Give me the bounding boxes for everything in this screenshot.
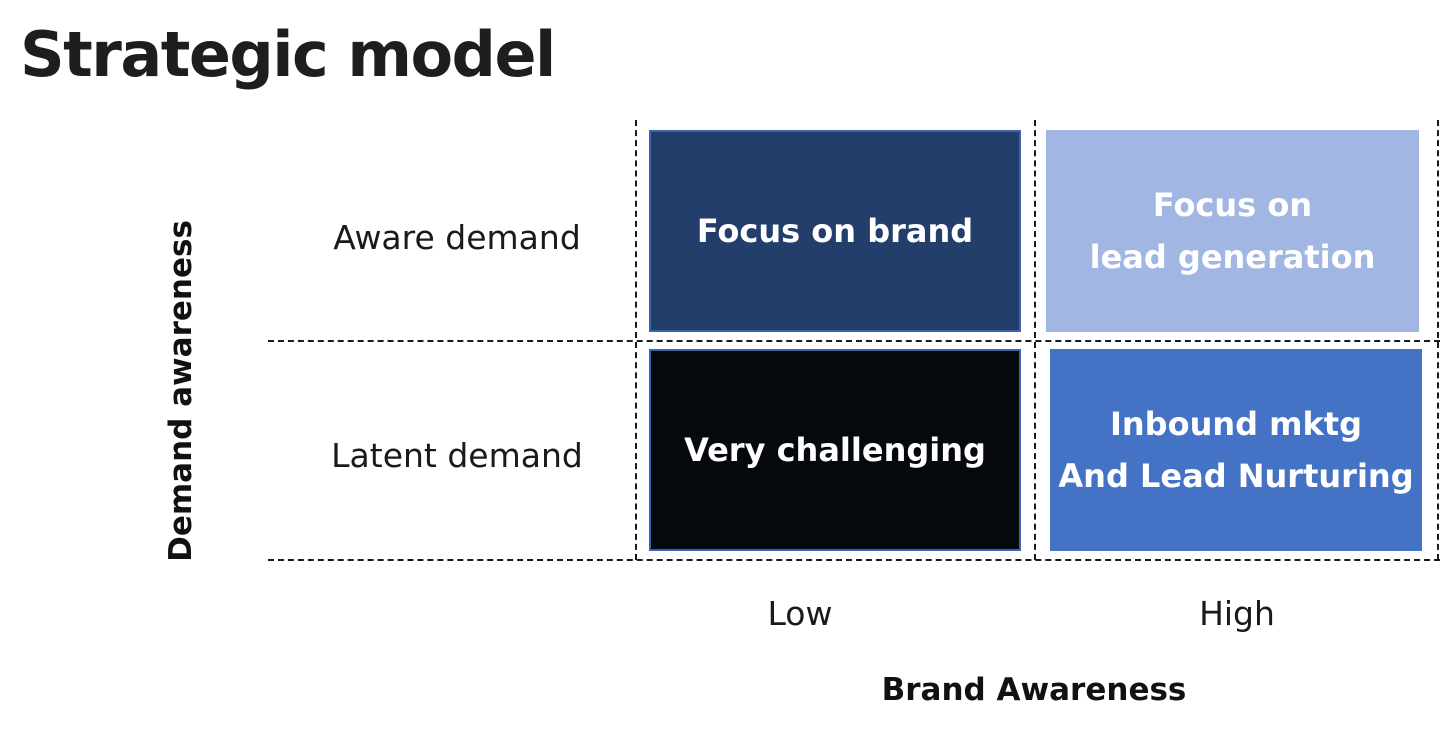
quadrant-aware-low: Focus on brand: [649, 130, 1021, 332]
x-axis-title: Brand Awareness: [881, 672, 1187, 708]
quadrant-aware-high: Focus on lead generation: [1046, 130, 1419, 332]
column-label-low: Low: [767, 594, 833, 633]
grid-line-bottom: [268, 559, 1440, 561]
row-label-aware-demand: Aware demand: [333, 218, 581, 257]
quadrant-latent-low: Very challenging: [649, 349, 1021, 551]
quadrant-latent-high: Inbound mktg And Lead Nurturing: [1050, 349, 1422, 551]
grid-line-center: [1034, 120, 1036, 560]
page-title: Strategic model: [20, 18, 556, 91]
row-label-latent-demand: Latent demand: [331, 436, 583, 475]
column-label-high: High: [1199, 594, 1275, 633]
grid-line-middle: [268, 340, 1440, 342]
grid-line-right: [1437, 120, 1439, 560]
grid-line-left: [635, 120, 637, 560]
y-axis-title: Demand awareness: [163, 220, 199, 562]
